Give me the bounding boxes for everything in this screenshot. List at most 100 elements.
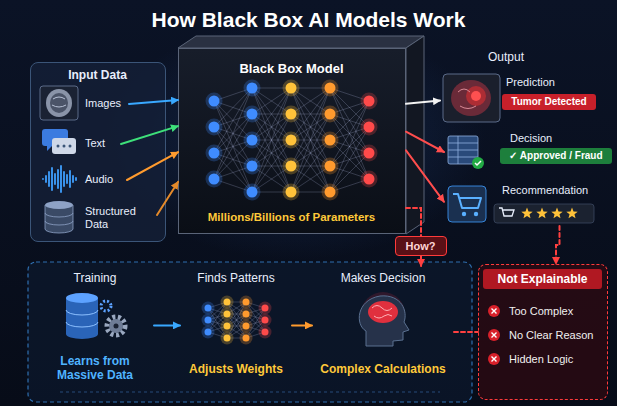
input-name: Images xyxy=(85,97,129,110)
network-link xyxy=(214,127,252,192)
output-name: Decision xyxy=(510,132,606,145)
input-item: Text xyxy=(39,127,121,161)
flow-arrow xyxy=(420,256,422,266)
network-link xyxy=(214,179,252,192)
network-link xyxy=(214,88,252,179)
network-link xyxy=(214,153,252,166)
neuron-glow xyxy=(283,80,300,97)
network-link xyxy=(252,88,291,166)
network-link xyxy=(227,338,246,339)
network-link xyxy=(252,88,291,140)
neuron xyxy=(243,299,250,306)
step-title: Finds Patterns xyxy=(180,271,292,285)
network-link xyxy=(252,88,291,89)
network-link xyxy=(227,302,246,338)
network-link xyxy=(252,140,291,141)
network-link xyxy=(291,88,330,192)
x-bullet xyxy=(488,329,500,341)
network-link xyxy=(214,101,252,114)
network-link xyxy=(214,88,252,127)
neuron xyxy=(243,311,250,318)
diagram-title: How Black Box AI Models Work xyxy=(0,7,617,32)
neuron xyxy=(247,83,258,94)
neuron xyxy=(247,161,258,172)
chat-bubble xyxy=(52,138,76,154)
network-link xyxy=(252,114,291,140)
network-link xyxy=(214,88,252,153)
neuron-glow xyxy=(206,119,223,136)
step-detail: Complex Calculations xyxy=(312,362,454,376)
gear-hub xyxy=(114,324,119,329)
network-link xyxy=(291,114,330,166)
flow-arrow xyxy=(121,126,178,144)
network-link xyxy=(252,114,291,192)
tumor-spot xyxy=(471,91,481,101)
network-link xyxy=(227,326,246,338)
network-link xyxy=(214,101,252,192)
neuron xyxy=(209,148,220,159)
brain-glow xyxy=(361,292,405,336)
neuron xyxy=(224,335,231,342)
network-link xyxy=(291,114,330,192)
neuron-glow xyxy=(259,302,272,315)
neuron xyxy=(224,299,231,306)
network-link xyxy=(330,101,369,192)
network-link xyxy=(291,114,330,192)
cart-frame xyxy=(448,186,486,222)
output-item: Recommendation xyxy=(444,182,609,226)
neuron xyxy=(262,305,269,312)
tumor-glow xyxy=(466,86,486,106)
network-link xyxy=(246,320,265,338)
network-link xyxy=(252,88,291,166)
database-top xyxy=(66,293,98,303)
network-link xyxy=(246,314,265,320)
network-link xyxy=(291,88,330,192)
network-link xyxy=(252,140,291,166)
network-link xyxy=(330,114,369,127)
neuron-glow xyxy=(221,320,234,333)
neuron-glow xyxy=(283,106,300,123)
neuron xyxy=(247,109,258,120)
gear-teeth xyxy=(107,317,125,335)
network-link xyxy=(214,101,252,166)
network-link xyxy=(227,302,246,326)
network-link xyxy=(227,302,246,326)
network-link xyxy=(252,88,291,114)
scan-brain xyxy=(50,93,68,113)
network-link xyxy=(330,114,369,179)
step-detail: Adjusts Weights xyxy=(180,362,292,376)
network-link xyxy=(246,308,265,326)
network-link xyxy=(208,326,227,332)
warning-box: Not ExplainableToo ComplexNo Clear Reaso… xyxy=(478,264,608,400)
cart-wheel xyxy=(474,212,478,216)
network-link xyxy=(227,314,246,326)
x-bullet xyxy=(488,353,500,365)
network-link xyxy=(330,88,369,179)
network-link xyxy=(330,153,369,166)
neuron-glow xyxy=(283,132,300,149)
rating-star xyxy=(536,208,547,219)
neuron xyxy=(262,317,269,324)
chat-dot xyxy=(57,145,60,148)
neuron xyxy=(205,329,212,336)
process-step: TrainingLearns from Massive Data xyxy=(36,266,154,398)
model-caption: Millions/Billions of Parameters xyxy=(179,211,404,225)
network-link xyxy=(208,302,227,308)
neuron xyxy=(364,174,375,185)
network-link xyxy=(214,153,252,192)
neuron-glow xyxy=(244,80,261,97)
neuron-glow xyxy=(202,302,215,315)
network-link xyxy=(208,332,227,338)
network-link xyxy=(291,140,330,192)
neuron-glow xyxy=(221,332,234,345)
neuron-glow xyxy=(322,132,339,149)
neuron-glow xyxy=(240,332,253,345)
neural-network xyxy=(206,80,378,201)
network-link xyxy=(252,88,291,192)
neuron xyxy=(224,311,231,318)
chat-tail xyxy=(47,146,52,151)
mini-cart xyxy=(499,208,514,216)
network-link xyxy=(291,166,330,192)
network-link xyxy=(208,308,227,326)
network-link xyxy=(252,114,291,166)
